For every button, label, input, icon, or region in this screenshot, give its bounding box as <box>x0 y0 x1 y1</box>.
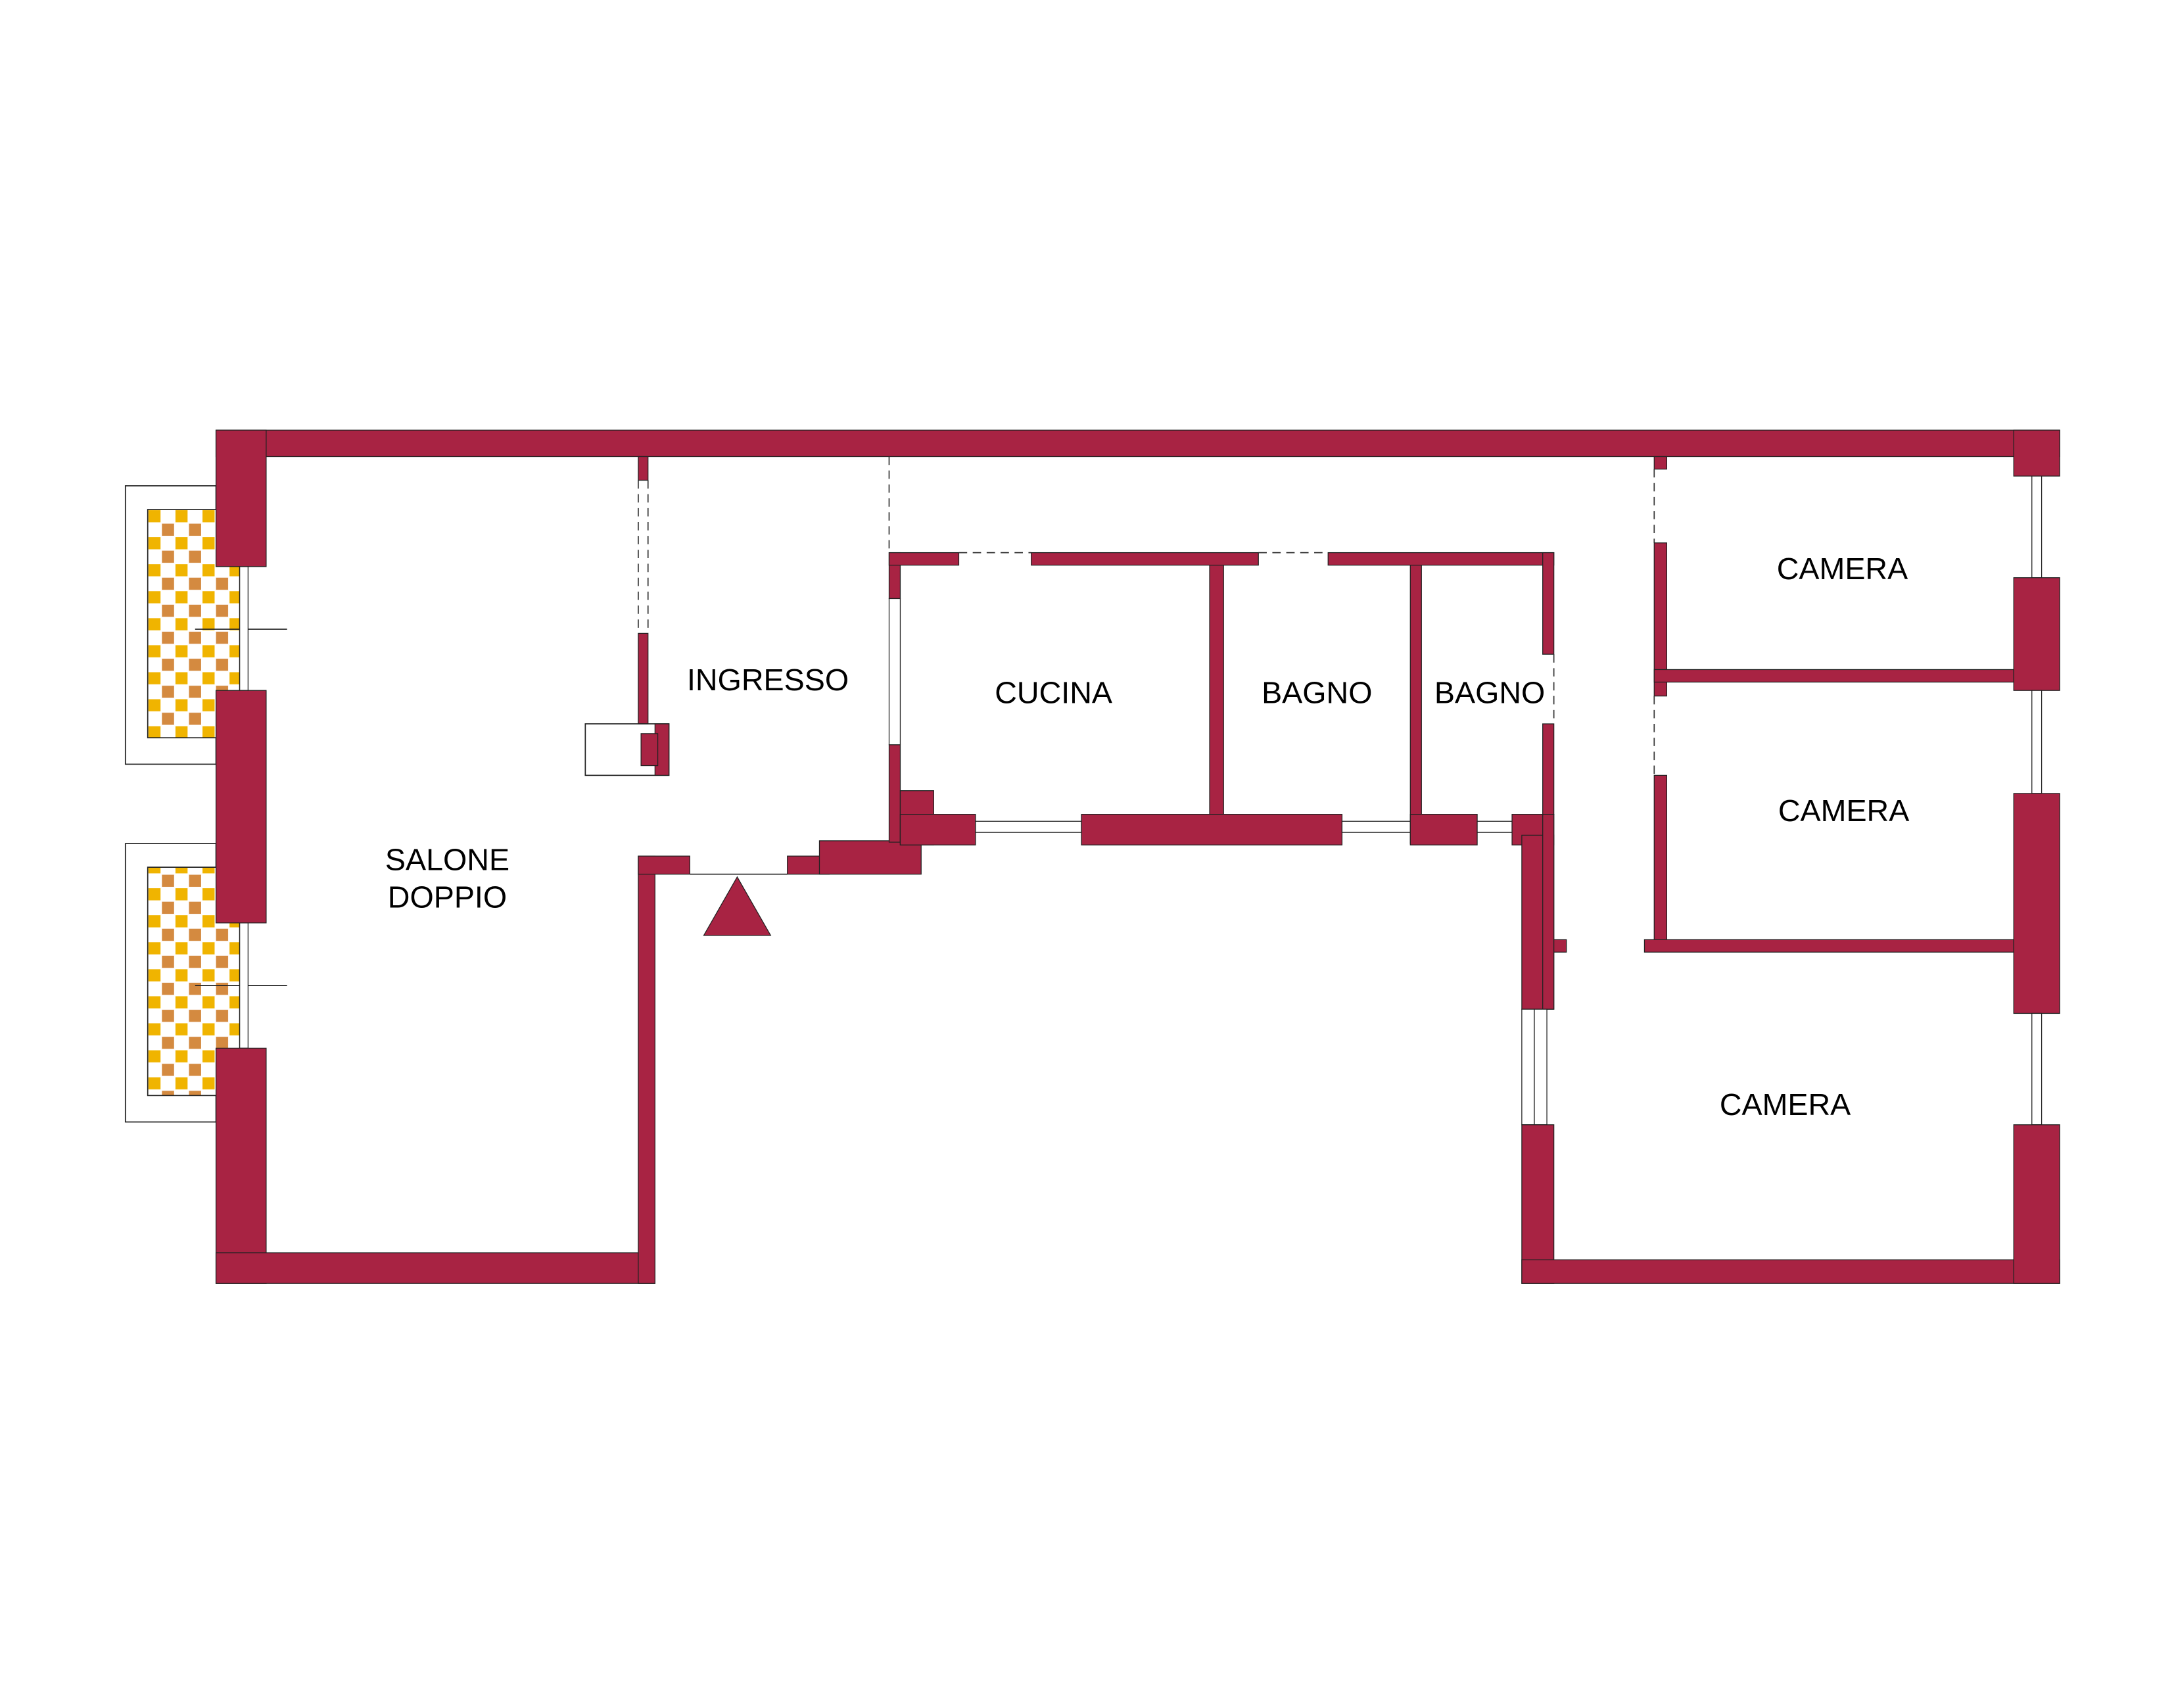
room-label-cucina: CUCINA <box>995 675 1112 709</box>
walls <box>215 429 2060 1284</box>
window-salone <box>239 566 248 1049</box>
room-label-salone-2: DOPPIO <box>388 880 507 914</box>
room-label-camera-1: CAMERA <box>1777 552 1908 586</box>
room-label-camera-2: CAMERA <box>1778 794 1909 828</box>
entrance-arrow-icon <box>703 876 772 936</box>
room-label-ingresso: INGRESSO <box>687 663 849 697</box>
room-label-bagno-2: BAGNO <box>1434 675 1545 709</box>
room-label-bagno-1: BAGNO <box>1262 675 1372 709</box>
room-label-camera-3: CAMERA <box>1720 1087 1851 1122</box>
room-label-salone: SALONE <box>385 842 509 876</box>
